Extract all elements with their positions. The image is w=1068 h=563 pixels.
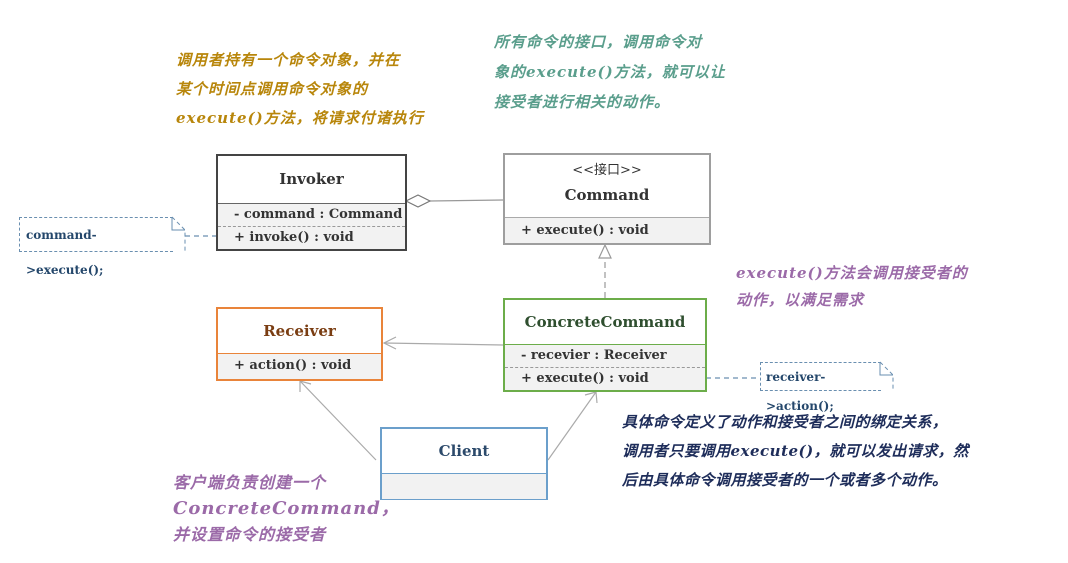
concrete-command-attribute: - recevier : Receiver	[505, 344, 705, 367]
association-client-concrete	[547, 391, 597, 461]
receiver-class[interactable]: Receiver + action() : void	[216, 307, 383, 381]
invoker-class-name: Invoker	[218, 156, 405, 203]
client-annotation: 客户端负责创建一个 ConcreteCommand， 并设置命令的接受者	[173, 470, 413, 548]
invoker-annotation: 调用者持有一个命令对象，并在 某个时间点调用命令对象的 execute()方法，…	[176, 46, 476, 133]
command-class-name: Command	[564, 186, 650, 204]
execute-annotation-line-1: execute()方法会调用接受者的	[736, 264, 968, 282]
command-method: + execute() : void	[505, 217, 709, 243]
execute-annotation: execute()方法会调用接受者的 动作，以满足需求	[736, 260, 1026, 314]
command-stereotype: <<接口>>	[572, 163, 642, 178]
invoker-annotation-line-1: 调用者持有一个命令对象，并在	[176, 51, 401, 69]
concrete-annotation-line-2: 调用者只要调用execute()，就可以发出请求，然	[622, 442, 969, 460]
invoker-attribute: - command : Command	[218, 203, 405, 226]
client-receiver-arrowhead	[299, 380, 312, 392]
concrete-command-class-name: ConcreteCommand	[505, 300, 705, 344]
concrete-note: receiver->action();	[760, 362, 881, 413]
concrete-note-fold	[879, 361, 894, 391]
association-arrowhead	[382, 336, 397, 350]
command-annotation-line-2: 象的execute()方法，就可以让	[494, 63, 726, 81]
client-empty-section	[382, 473, 546, 499]
aggregation-line	[429, 199, 504, 202]
invoker-annotation-line-3: execute()方法，将请求付诸执行	[176, 109, 424, 127]
association-concrete-receiver	[383, 342, 504, 346]
client-class[interactable]: Client	[380, 427, 548, 500]
command-annotation: 所有命令的接口，调用命令对 象的execute()方法，就可以让 接受者进行相关…	[494, 27, 774, 117]
concrete-annotation-line-3: 后由具体命令调用接受者的一个或者多个动作。	[622, 471, 948, 489]
receiver-class-name: Receiver	[218, 309, 381, 353]
invoker-note-fold-corner	[171, 217, 185, 231]
execute-annotation-line-2: 动作，以满足需求	[736, 291, 865, 309]
client-class-name: Client	[382, 429, 546, 473]
invoker-annotation-line-2: 某个时间点调用命令对象的	[176, 80, 369, 98]
command-annotation-line-1: 所有命令的接口，调用命令对	[494, 33, 703, 51]
client-annotation-line-3: 并设置命令的接受者	[173, 525, 327, 544]
concrete-note-fold-corner	[879, 362, 893, 376]
invoker-method: + invoke() : void	[218, 226, 405, 249]
invoker-note: command->execute();	[19, 217, 173, 277]
concrete-annotation-line-1: 具体命令定义了动作和接受者之间的绑定关系，	[622, 413, 948, 431]
aggregation-diamond	[404, 194, 432, 208]
command-interface[interactable]: <<接口>> Command + execute() : void	[503, 153, 711, 245]
invoker-note-fold	[171, 216, 186, 252]
client-concrete-arrowhead	[584, 391, 598, 404]
association-client-receiver	[299, 380, 377, 461]
command-header: <<接口>> Command	[505, 155, 709, 217]
concrete-command-class[interactable]: ConcreteCommand - recevier : Receiver + …	[503, 298, 707, 392]
invoker-class[interactable]: Invoker - command : Command + invoke() :…	[216, 154, 407, 251]
concrete-command-method: + execute() : void	[505, 367, 705, 390]
client-annotation-line-1: 客户端负责创建一个	[173, 473, 327, 492]
command-annotation-line-3: 接受者进行相关的动作。	[494, 93, 671, 111]
concrete-annotation: 具体命令定义了动作和接受者之间的绑定关系， 调用者只要调用execute()，就…	[622, 408, 1062, 495]
client-annotation-line-2: ConcreteCommand，	[173, 498, 400, 519]
realization-arrowhead	[598, 243, 612, 259]
receiver-method: + action() : void	[218, 353, 381, 379]
